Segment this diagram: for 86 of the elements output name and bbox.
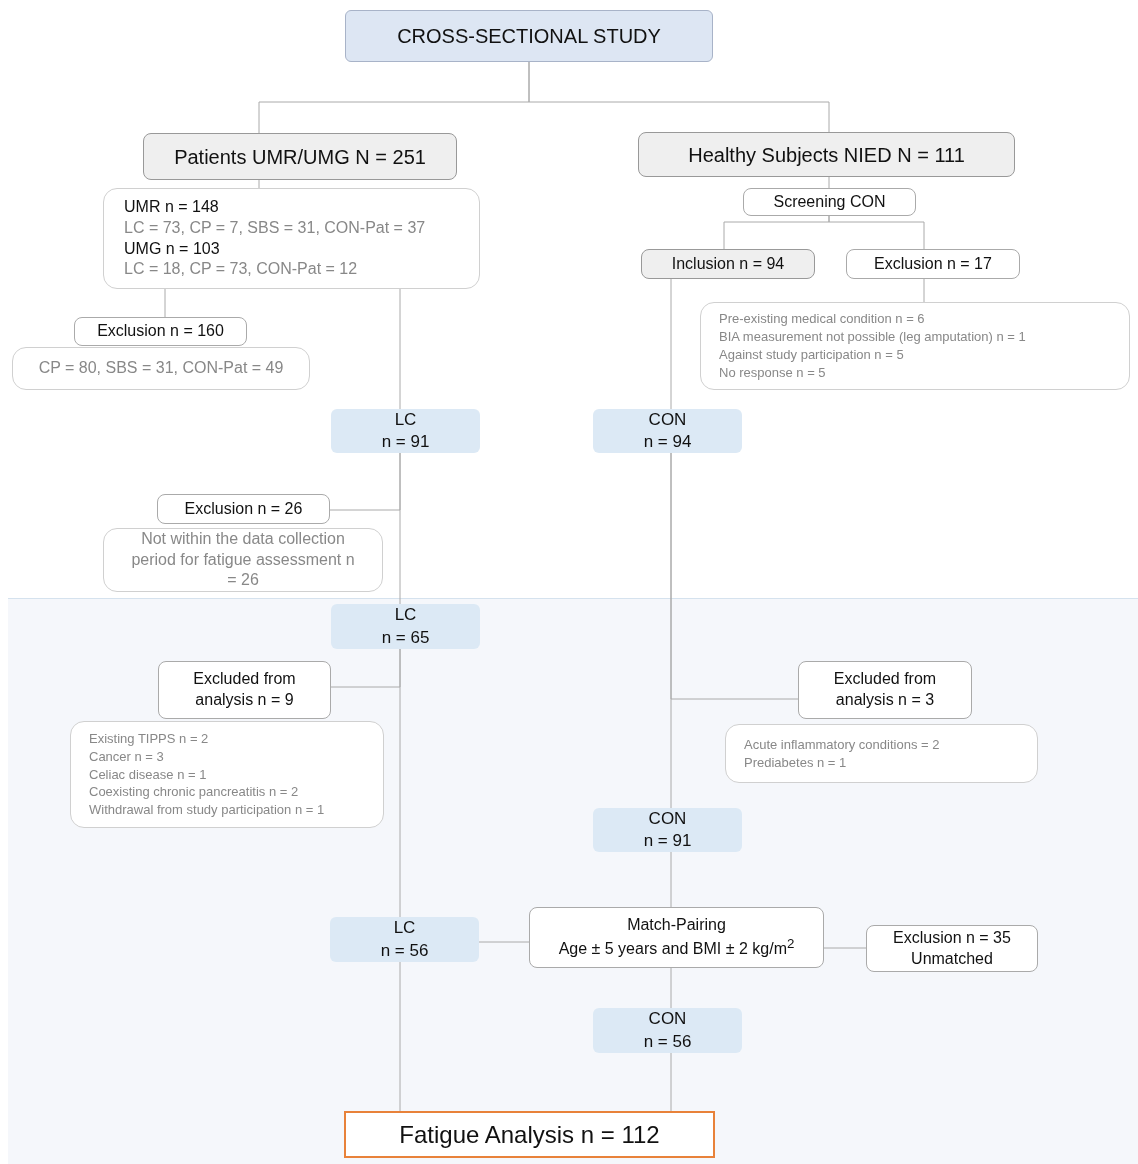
process-box [866, 925, 1038, 972]
box-label: Exclusion n = 35 [893, 927, 1011, 948]
connector-line [528, 61, 830, 133]
count-box [593, 808, 742, 852]
connector-line [828, 215, 925, 250]
connector-line [923, 278, 925, 303]
connector-line [670, 278, 672, 410]
box-label: Not within the data collection period for fatigue assessment n = 26 [130, 528, 356, 591]
box-label: Fatigue Analysis n = 112 [399, 1119, 660, 1150]
group-box [641, 249, 815, 279]
note-box [12, 347, 310, 390]
list-item-text: BIA measurement not possible (leg amputation) n = 1 [719, 328, 1026, 346]
box-label: Excluded from analysis n = 3 [832, 669, 938, 710]
process-box [157, 494, 330, 524]
box-label: n = 65 [381, 626, 430, 649]
box-label: LC = 18, CP = 73, CON-Pat = 12 [124, 259, 358, 280]
connector-line [828, 176, 830, 189]
list-item-text: Against study participation n = 5 [719, 346, 904, 364]
group-box [638, 132, 1015, 177]
list-item-text: No response n = 5 [719, 363, 826, 382]
list-item-text: Cancer n = 3 [89, 747, 164, 766]
connector-line [670, 967, 672, 1009]
connector-line [258, 179, 260, 189]
process-box [743, 188, 916, 216]
process-box [74, 317, 247, 346]
box-label: n = 94 [643, 431, 692, 453]
note-box [725, 724, 1038, 783]
box-label: Age ± 5 years and BMI ± 2 kg/m$^{2}$ [558, 935, 795, 960]
count-box [331, 604, 480, 649]
box-label: Healthy Subjects NIED N = 111 [688, 142, 965, 168]
process-box [846, 249, 1020, 279]
box-label: Excluded from analysis n = 9 [192, 669, 297, 710]
box-label: Inclusion n = 94 [671, 253, 785, 274]
count-box [330, 917, 479, 962]
note-box [103, 188, 480, 289]
count-box [331, 409, 480, 453]
box-label: LC = 73, CP = 7, SBS = 31, CON-Pat = 37 [124, 217, 426, 238]
process-box [798, 661, 972, 719]
note-box [70, 721, 384, 828]
list-item-text: Acute inflammatory conditions = 2 [744, 735, 940, 754]
box-label: Patients UMR/UMG N = 251 [174, 144, 426, 170]
result-box [344, 1111, 715, 1158]
box-label: Exclusion n = 160 [97, 321, 224, 342]
connector-line [670, 851, 672, 908]
connector-line [478, 941, 530, 943]
connector-line [399, 648, 401, 918]
list-item-text: Prediabetes n = 1 [744, 753, 847, 772]
count-box [593, 1008, 742, 1053]
list-item-text: Celiac disease n = 1 [89, 765, 207, 784]
list-item-text: Withdrawal from study participation n = 1 [89, 801, 325, 820]
process-box [529, 907, 824, 968]
box-label: Exclusion n = 26 [184, 498, 303, 519]
box-label: CP = 80, SBS = 31, CON-Pat = 49 [38, 358, 284, 379]
group-box [143, 133, 457, 180]
box-label: LC [394, 408, 417, 431]
connector-line [670, 1052, 672, 1112]
connector-line [670, 452, 672, 809]
process-box [158, 661, 331, 719]
connector-line [399, 288, 401, 410]
box-label: Unmatched [911, 948, 993, 969]
connector-line [399, 961, 401, 1112]
connector-line [823, 947, 867, 949]
box-label: n = 91 [381, 431, 430, 453]
box-label: LC [393, 917, 416, 940]
list-item-text: Coexisting chronic pancreatitis n = 2 [89, 783, 299, 802]
note-box [103, 528, 383, 592]
box-label: Exclusion n = 17 [874, 253, 992, 274]
study-box [345, 10, 713, 62]
connector-line [164, 288, 166, 318]
box-label: Match-Pairing [627, 914, 726, 935]
box-label: UMG n = 103 [124, 238, 220, 259]
box-label: CON [648, 807, 687, 830]
list-item-text: Pre-existing medical condition n = 6 [719, 310, 925, 329]
box-label: LC [394, 604, 417, 627]
note-box [700, 302, 1130, 390]
box-label: Screening CON [773, 191, 886, 212]
count-box [593, 409, 742, 453]
box-label: n = 91 [643, 830, 692, 852]
box-label: UMR n = 148 [124, 196, 219, 217]
box-label: n = 56 [380, 939, 429, 962]
box-label: CROSS-SECTIONAL STUDY [397, 24, 661, 49]
box-label: CON [648, 1008, 687, 1031]
list-item-text: Existing TIPPS n = 2 [89, 729, 209, 748]
box-label: CON [648, 408, 687, 431]
connector-line [399, 452, 401, 605]
box-label: n = 56 [643, 1030, 692, 1053]
